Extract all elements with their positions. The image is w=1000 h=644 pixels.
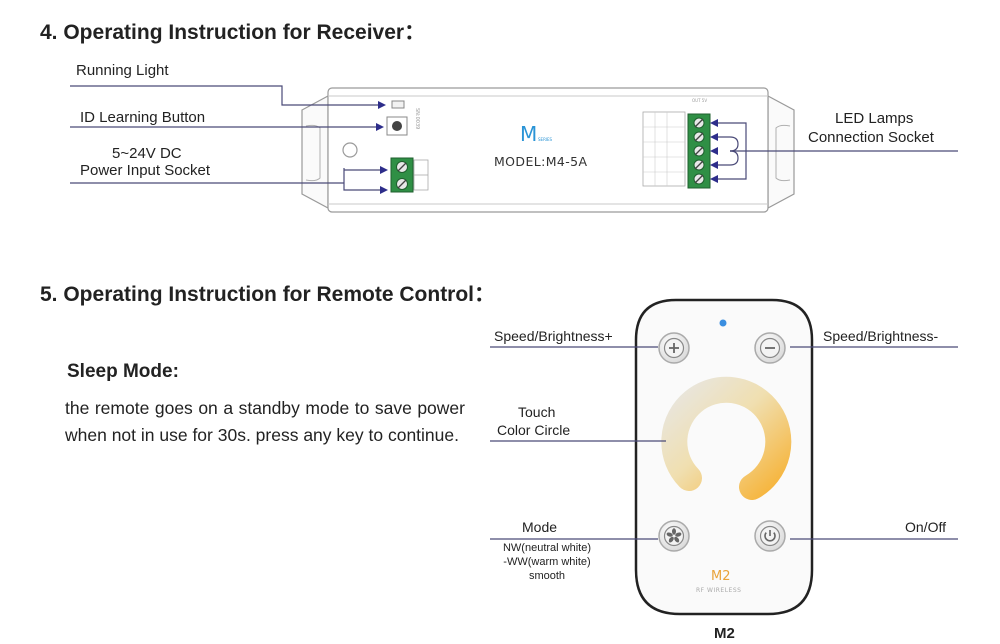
mode-smooth-label: smooth	[528, 570, 566, 582]
power-voltage-label: 5~24V DC	[112, 145, 182, 162]
svg-text:OUT 5V: OUT 5V	[692, 98, 707, 103]
svg-text:SN:0039: SN:0039	[414, 108, 420, 129]
speed-brightness-minus-label: Speed/Brightness-	[823, 328, 939, 344]
speed-brightness-plus-button[interactable]	[656, 330, 692, 366]
section5-title: 5. Operating Instruction for Remote Cont…	[40, 283, 496, 306]
color-circle-label: Color Circle	[497, 422, 571, 438]
power-button[interactable]	[752, 518, 788, 554]
led-lamps-label: LED Lamps	[835, 110, 914, 127]
power-input-socket-label: Power Input Socket	[80, 162, 211, 179]
mode-ww-label: -WW(warm white)	[503, 556, 591, 568]
receiver-model-text: MODEL:M4-5A	[494, 154, 588, 169]
speed-brightness-minus-button[interactable]	[752, 330, 788, 366]
section4-title: 4. Operating Instruction for Receiver：	[40, 21, 426, 44]
speed-brightness-plus-label: Speed/Brightness+	[494, 328, 613, 344]
id-learning-button-label: ID Learning Button	[80, 109, 206, 126]
remote-logo: M2	[711, 569, 731, 584]
mode-nw-label: NW(neutral white)	[502, 542, 592, 554]
sleep-mode-heading: Sleep Mode:	[67, 361, 179, 382]
remote-rf-wireless-text: RF WIRELESS	[696, 587, 741, 594]
mode-label: Mode	[522, 519, 558, 535]
touch-color-circle[interactable]	[652, 380, 794, 508]
remote-caption: M2	[714, 625, 735, 642]
running-light-label: Running Light	[76, 62, 169, 79]
touch-label: Touch	[518, 404, 556, 420]
on-off-label: On/Off	[905, 519, 946, 535]
receiver-brand-letter: M	[520, 122, 537, 146]
mode-button[interactable]	[656, 518, 692, 554]
led-connection-socket-label: Connection Socket	[808, 129, 934, 146]
receiver-brand-suffix: SERIES	[538, 137, 553, 142]
sleep-mode-text: the remote goes on a standby mode to sav…	[65, 398, 465, 445]
